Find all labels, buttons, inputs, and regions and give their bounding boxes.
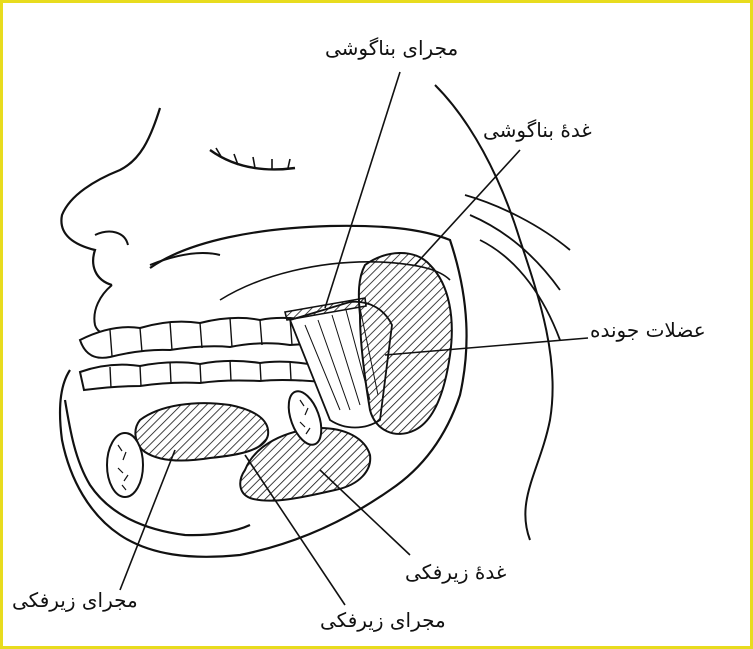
- nostril: [95, 232, 128, 245]
- leader-submandibular-gland: [320, 470, 410, 555]
- label-submandibular-duct-bottom: مجرای زیرفکی: [320, 610, 446, 630]
- cut-tooth-left: [107, 433, 143, 497]
- ear-outline: [435, 85, 553, 540]
- hair-strand: [465, 195, 570, 340]
- cheek-line: [150, 253, 220, 265]
- label-submandibular-duct-left: مجرای زیرفکی: [12, 590, 138, 610]
- closed-eye: [210, 150, 295, 169]
- label-masticatory-muscles: عضلات جونده: [590, 320, 706, 340]
- sublingual-gland: [135, 403, 268, 460]
- leader-parotid-gland: [415, 150, 520, 265]
- label-parotid-gland: غدهٔ بناگوشی: [483, 120, 592, 140]
- label-parotid-duct: مجرای بناگوشی: [325, 38, 458, 58]
- parotid-gland: [359, 253, 452, 434]
- label-submandibular-gland: غدهٔ زیرفکی: [405, 562, 506, 582]
- face-profile-outline: [61, 108, 160, 285]
- eyelashes: [216, 148, 290, 169]
